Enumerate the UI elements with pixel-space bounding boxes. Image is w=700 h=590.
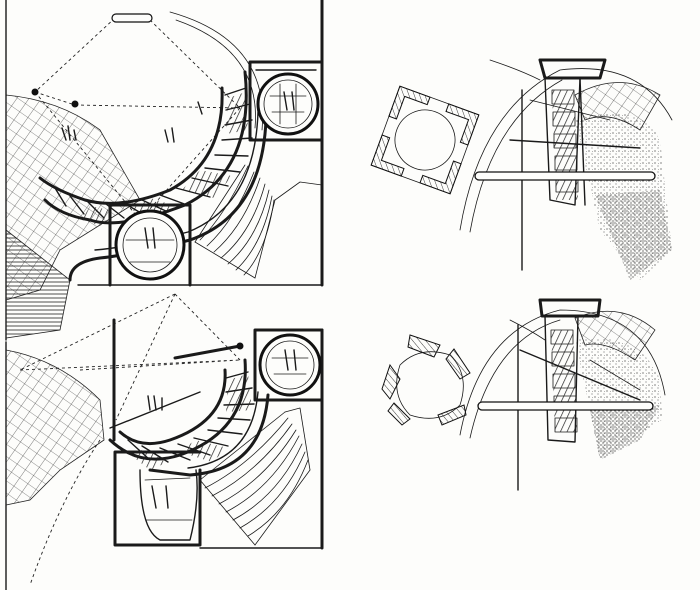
upper-right-horizontal-beam xyxy=(474,171,656,181)
lower-right-vault-grid xyxy=(574,310,656,361)
upper-left-tower-upper xyxy=(248,60,324,142)
lower-left-tower-upper xyxy=(253,328,324,402)
upper-right-crossbar xyxy=(529,99,611,121)
upper-left-axonometric xyxy=(5,0,324,341)
upper-left-node xyxy=(31,88,39,96)
upper-left-outer-arc xyxy=(175,19,256,129)
upper-left-stepped-seating xyxy=(194,164,323,279)
upper-left-gallery-inner-wall xyxy=(38,86,224,205)
upper-left-top-beam xyxy=(111,13,153,23)
upper-left-vault-shading xyxy=(82,92,248,226)
lower-right-vault-drawing xyxy=(381,298,666,491)
upper-left-node xyxy=(71,100,79,108)
lower-left-gallery-wall-inner xyxy=(118,368,227,446)
lower-left-beam xyxy=(109,391,201,429)
lower-right-top-curve xyxy=(509,319,546,341)
upper-left-figures xyxy=(61,101,203,143)
upper-right-floor-stipple xyxy=(595,190,672,280)
lower-right-plan xyxy=(381,334,471,426)
lower-left-gallery-wall-lower-inner xyxy=(187,391,259,469)
lower-right-horizontal-beam xyxy=(477,401,654,411)
upper-left-hatch-ground xyxy=(5,229,71,339)
lower-left-projection-lines xyxy=(19,293,241,421)
upper-left-grid-ground xyxy=(5,94,141,301)
upper-right-plan xyxy=(370,85,480,195)
lower-right-floor-stipple xyxy=(590,405,660,460)
lower-left-tower-lower xyxy=(113,450,202,547)
upper-left-tower-lower xyxy=(108,203,192,287)
lower-left-vault-shading xyxy=(132,374,252,470)
lower-left-node xyxy=(236,342,244,350)
lower-left-stepped-seating xyxy=(199,407,311,546)
upper-right-top-curve xyxy=(489,59,541,81)
lower-right-crossbar xyxy=(589,359,641,391)
upper-right-vault-drawing xyxy=(370,58,673,280)
lower-left-axonometric xyxy=(5,293,324,590)
lower-right-vault-outer-arc xyxy=(459,309,666,436)
lower-left-upper-beam xyxy=(173,344,242,360)
lower-right-diagonal-strut xyxy=(519,349,641,401)
upper-left-projection-lines xyxy=(34,17,241,221)
lower-left-grid-ground xyxy=(5,349,105,506)
lower-left-figures xyxy=(147,395,163,411)
upper-right-crossbar xyxy=(509,139,641,149)
